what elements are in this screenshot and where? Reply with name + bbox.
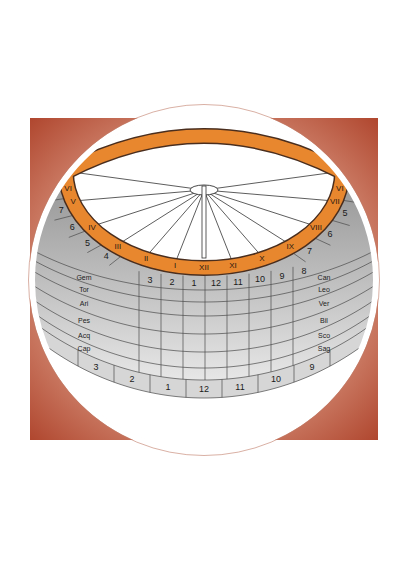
- zodiac-label: Acq: [78, 331, 90, 338]
- zodiac-label: Sco: [318, 331, 330, 338]
- roman-hour-numeral: VII: [330, 198, 340, 206]
- roman-hour-numeral: IV: [88, 224, 96, 232]
- dial-face: [20, 136, 392, 398]
- roman-hour-numeral: XI: [229, 262, 237, 270]
- zodiac-label: Can: [318, 274, 331, 281]
- zodiac-label: Sag: [318, 344, 330, 351]
- hour-number: 10: [255, 275, 265, 284]
- hour-number: 4: [104, 252, 109, 261]
- hour-number: 6: [70, 223, 75, 232]
- hour-number: 11: [233, 277, 242, 286]
- hour-number: 2: [169, 277, 174, 286]
- hour-line: [186, 379, 187, 397]
- ring-outline: [66, 136, 342, 268]
- roman-hour-numeral: VI: [64, 185, 72, 193]
- hour-line: [54, 216, 72, 221]
- hour-number: 5: [85, 238, 90, 247]
- declination-line: [20, 290, 388, 352]
- hour-line: [139, 271, 140, 372]
- hour-line: [109, 256, 120, 265]
- gnomon: [202, 186, 206, 258]
- hour-ray: [204, 172, 336, 190]
- hour-number: 2: [129, 375, 134, 384]
- hour-line: [249, 274, 250, 377]
- hour-number: 7: [307, 247, 312, 256]
- hour-line: [293, 267, 294, 366]
- declination-line: [20, 311, 388, 380]
- hour-number: 8: [301, 266, 306, 275]
- hour-line: [293, 253, 305, 262]
- zodiac-label: Pes: [78, 316, 90, 323]
- hour-number: 5: [342, 209, 347, 218]
- orange-ring: [66, 136, 342, 268]
- hour-number: 6: [327, 229, 332, 238]
- hour-ray: [149, 190, 204, 254]
- hour-line: [332, 220, 350, 225]
- hour-line: [315, 238, 330, 245]
- hour-number: 9: [309, 362, 314, 371]
- hour-ray: [204, 190, 286, 242]
- roman-hour-numeral: VI: [336, 185, 344, 193]
- hour-ray: [79, 190, 204, 201]
- zodiac-label: Tor: [79, 285, 89, 292]
- hour-ray: [204, 190, 232, 260]
- hour-line: [114, 365, 115, 382]
- hour-ray: [204, 190, 329, 201]
- zodiac-label: Gem: [76, 274, 91, 281]
- hour-line: [330, 350, 331, 366]
- roman-hour-numeral: VIII: [310, 224, 322, 232]
- declination-line: [20, 276, 388, 334]
- hour-line: [69, 231, 85, 237]
- hour-number: 9: [279, 271, 284, 280]
- hour-line: [227, 275, 228, 379]
- white-ring: [32, 108, 376, 452]
- hour-ray: [72, 172, 204, 190]
- hour-number: 1: [165, 382, 170, 391]
- roman-hour-numeral: I: [174, 262, 176, 270]
- hour-ray: [204, 190, 259, 254]
- hour-number: 1: [191, 278, 196, 287]
- hour-line: [78, 350, 79, 366]
- dial-interior: [66, 136, 342, 268]
- hour-line: [258, 375, 259, 393]
- hour-line: [222, 379, 223, 397]
- hour-line: [271, 271, 272, 372]
- zodiac-label: Ver: [319, 300, 330, 307]
- hour-number: 11: [235, 382, 244, 391]
- hour-ray: [97, 190, 204, 225]
- roman-hour-numeral: III: [114, 243, 121, 251]
- hour-line: [150, 375, 151, 393]
- hour-number: 12: [199, 385, 209, 394]
- hour-number: 3: [93, 362, 98, 371]
- roman-hour-numeral: II: [144, 255, 148, 263]
- roman-hour-numeral: XII: [199, 264, 209, 272]
- roman-hour-numeral: IX: [286, 243, 294, 251]
- zodiac-label: Cap: [78, 344, 91, 351]
- zodiac-label: Ari: [80, 300, 89, 307]
- hour-line: [161, 274, 162, 377]
- hour-ray: [176, 190, 204, 260]
- hour-ray: [204, 190, 311, 225]
- hour-number: 7: [59, 205, 64, 214]
- declination-line: [20, 325, 388, 398]
- declination-line: [20, 302, 388, 368]
- zodiac-label: Bil: [320, 316, 328, 323]
- zodiac-label: Leo: [318, 285, 330, 292]
- ring-edge: [29, 105, 380, 456]
- hour-number: 3: [147, 275, 152, 284]
- hour-number: 12: [211, 278, 221, 287]
- hour-line: [183, 276, 184, 380]
- hour-line: [294, 365, 295, 382]
- roman-hour-numeral: V: [70, 198, 75, 206]
- hour-ray: [122, 190, 204, 242]
- hour-line: [205, 276, 206, 380]
- hour-number: 10: [271, 375, 281, 384]
- roman-hour-numeral: X: [259, 255, 264, 263]
